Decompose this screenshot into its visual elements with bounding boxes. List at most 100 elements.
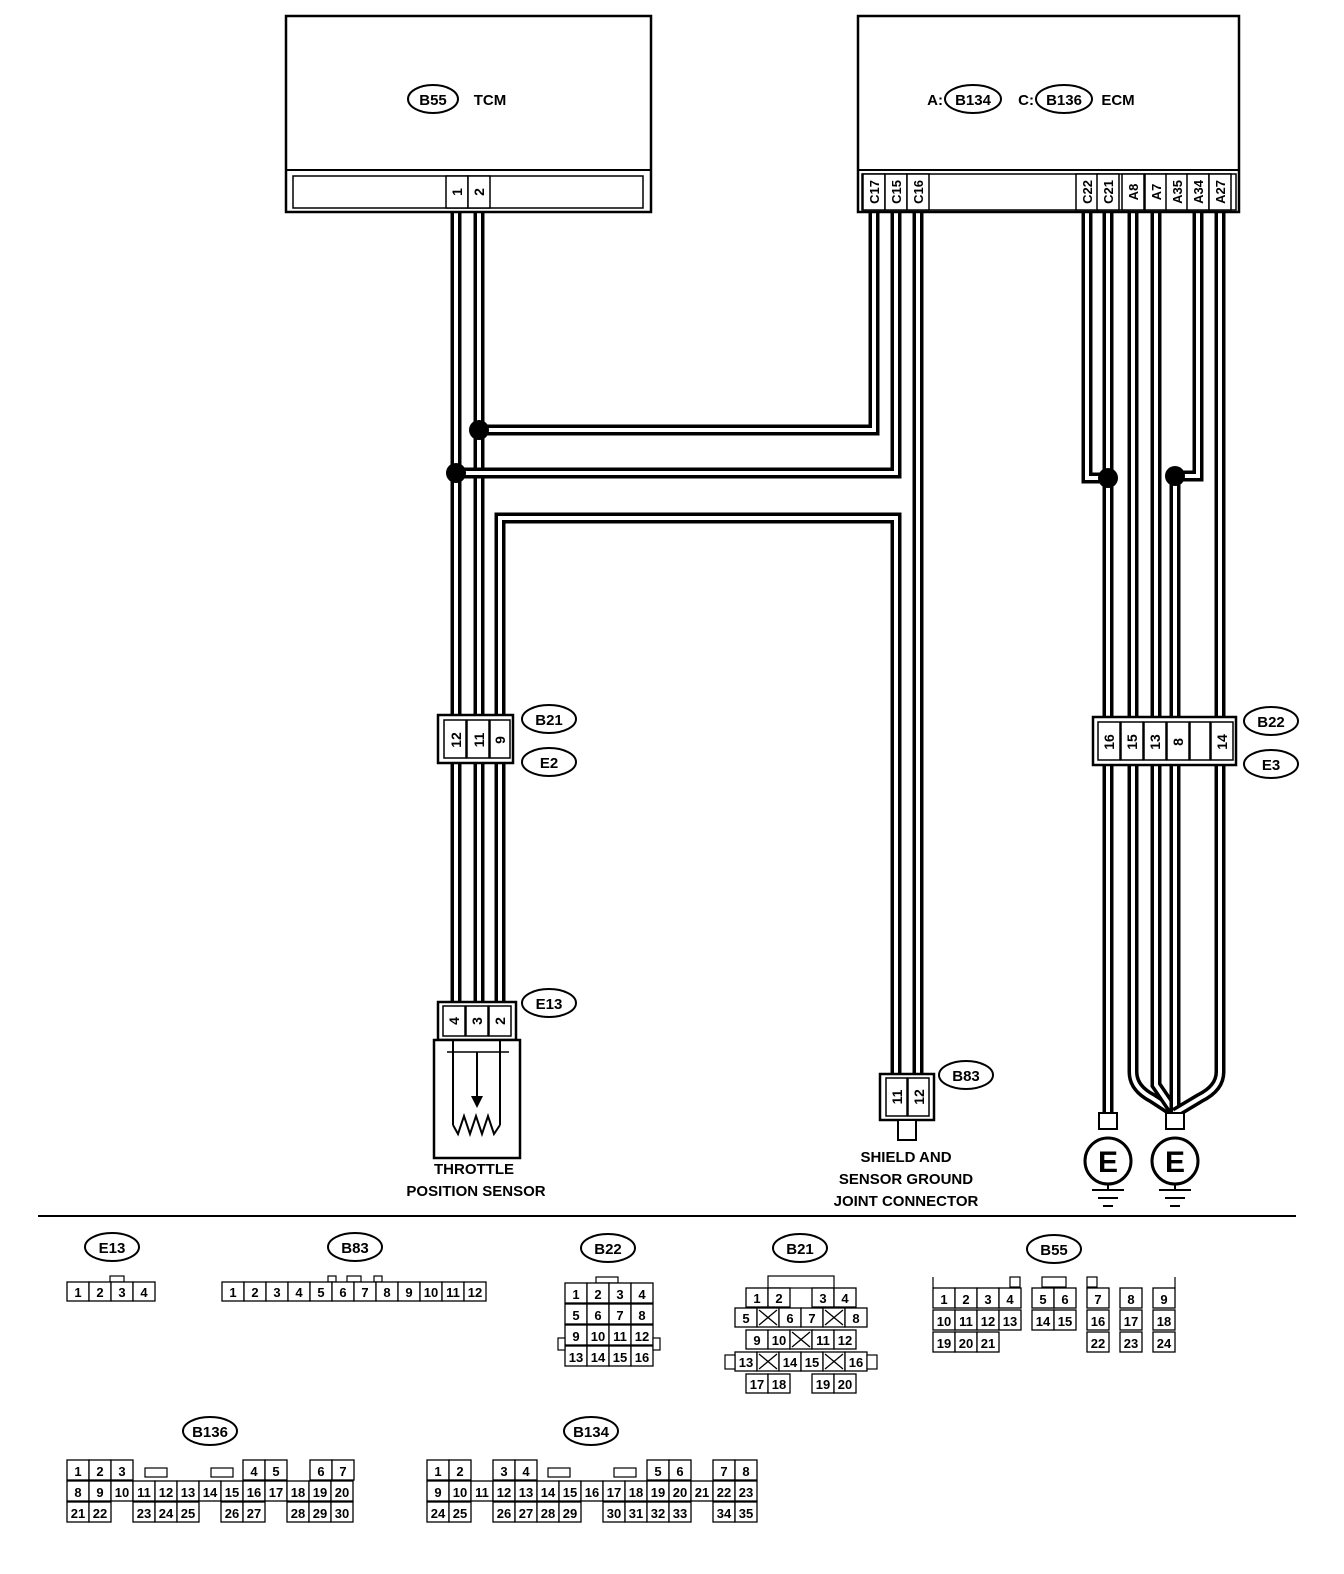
pin-number: 4	[841, 1291, 849, 1306]
pin-number: 8	[74, 1485, 81, 1500]
pin-cell	[734, 1459, 758, 1481]
b21-e2-connector[interactable]: 12 11 9 B21 E2	[436, 704, 577, 777]
pin-cell	[630, 1345, 654, 1367]
pin-number: 3	[273, 1285, 280, 1300]
shield-joint-connector[interactable]: 11 12 B83 SHIELD AND SENSOR GROUND JOINT…	[834, 1060, 994, 1210]
pin-cell	[1119, 1309, 1143, 1331]
pin-cell	[1152, 1287, 1176, 1309]
pin-number: 28	[541, 1506, 555, 1521]
b22-pin: 8	[1170, 738, 1186, 746]
pin-number: 3	[500, 1464, 507, 1479]
pin-number: 3	[984, 1292, 991, 1307]
b22-pin: 16	[1101, 734, 1117, 750]
pin-cell	[1152, 1309, 1176, 1331]
pin-number: 13	[1003, 1314, 1017, 1329]
pin-cell	[833, 1329, 857, 1350]
pin-cell	[264, 1459, 288, 1481]
e13-pin: 2	[492, 1017, 508, 1025]
b21-pin: 11	[471, 732, 487, 747]
splice-point	[469, 420, 489, 440]
ecm-connector-a-badge	[944, 84, 1002, 114]
shield-label-line1: SHIELD AND	[860, 1149, 951, 1166]
e13-pin: 3	[469, 1017, 485, 1025]
pin-number: 35	[739, 1506, 753, 1521]
pin-number: 3	[819, 1291, 826, 1306]
pin-number: 1	[940, 1292, 947, 1307]
pin-cell	[734, 1480, 758, 1502]
pin-number: 16	[247, 1485, 261, 1500]
pin-number: 15	[225, 1485, 239, 1500]
pin-cell	[1086, 1331, 1110, 1353]
pin-number: 13	[519, 1485, 533, 1500]
pin-number: 5	[317, 1285, 324, 1300]
pin-number: 7	[616, 1308, 623, 1323]
pin-number: 1	[753, 1291, 760, 1306]
pin-number: 19	[651, 1485, 665, 1500]
b21-badge	[521, 704, 577, 734]
ecm-prefix-a: A:	[927, 92, 943, 109]
pin-number: 12	[981, 1314, 995, 1329]
pin-number: 14	[203, 1485, 218, 1500]
pin-number: 2	[775, 1291, 782, 1306]
pin-number: 11	[137, 1485, 151, 1500]
pin-number: 4	[1006, 1292, 1014, 1307]
ecm-connector-c-code: B136	[1046, 92, 1082, 109]
shield-label-line3: JOINT CONNECTOR	[834, 1193, 979, 1210]
pin-number: 4	[522, 1464, 530, 1479]
pin-number: 26	[497, 1506, 511, 1521]
throttle-position-sensor[interactable]: 4 3 2 E13 THROTTLE POSITION SENSOR	[406, 988, 577, 1200]
pin-cell	[668, 1501, 692, 1523]
pin-cell	[1086, 1309, 1110, 1331]
pin-number: 8	[1127, 1292, 1134, 1307]
pin-number: 13	[739, 1355, 753, 1370]
pin-cell	[132, 1281, 156, 1302]
tcm-label: TCM	[474, 92, 507, 109]
pin-number: 19	[313, 1485, 327, 1500]
e13-badge	[521, 988, 577, 1018]
e2-badge	[521, 747, 577, 777]
pin-number: 16	[585, 1485, 599, 1500]
pin-cell	[734, 1501, 758, 1523]
pin-number: 11	[475, 1485, 489, 1500]
pin-number: 6	[317, 1464, 324, 1479]
b22-pin: 13	[1147, 734, 1163, 750]
tps-label-line1: THROTTLE	[434, 1161, 514, 1178]
pin-cell	[630, 1324, 654, 1346]
pin-number: 10	[937, 1314, 951, 1329]
pin-cell	[998, 1287, 1022, 1309]
pin-number: 3	[616, 1287, 623, 1302]
pin-number: 12	[497, 1485, 511, 1500]
pin-number: 6	[676, 1464, 683, 1479]
connector-view-name: B136	[192, 1424, 228, 1441]
pin-number: 9	[96, 1485, 103, 1500]
pin-number: 21	[981, 1336, 995, 1351]
tps-label-line2: POSITION SENSOR	[406, 1183, 545, 1200]
b22-pin: 14	[1214, 734, 1230, 750]
e3-badge	[1243, 749, 1299, 779]
pin-cell	[1053, 1309, 1077, 1331]
ground-left: E	[1083, 1112, 1133, 1207]
pin-number: 11	[816, 1333, 830, 1348]
pin-number: 20	[673, 1485, 687, 1500]
pin-number: 24	[1157, 1336, 1172, 1351]
pin-number: 20	[335, 1485, 349, 1500]
tcm-module[interactable]: 1 2 B55 TCM	[284, 14, 653, 214]
splice-point	[1165, 466, 1185, 486]
tcm-connector-badge	[407, 84, 459, 114]
splice-points	[446, 420, 1185, 488]
pin-number: 19	[816, 1377, 830, 1392]
ecm-connector-a-code: B134	[955, 92, 992, 109]
pin-cell	[330, 1501, 354, 1523]
pin-number: 1	[572, 1287, 579, 1302]
ecm-pin: C22	[1080, 180, 1095, 204]
pin-number: 3	[118, 1464, 125, 1479]
pin-number: 5	[742, 1311, 749, 1326]
tcm-connector-code: B55	[419, 92, 447, 109]
pin-number: 9	[434, 1485, 441, 1500]
pin-number: 23	[137, 1506, 151, 1521]
blank-pin-mark	[824, 1309, 844, 1326]
pin-number: 26	[225, 1506, 239, 1521]
pin-number: 15	[1058, 1314, 1072, 1329]
